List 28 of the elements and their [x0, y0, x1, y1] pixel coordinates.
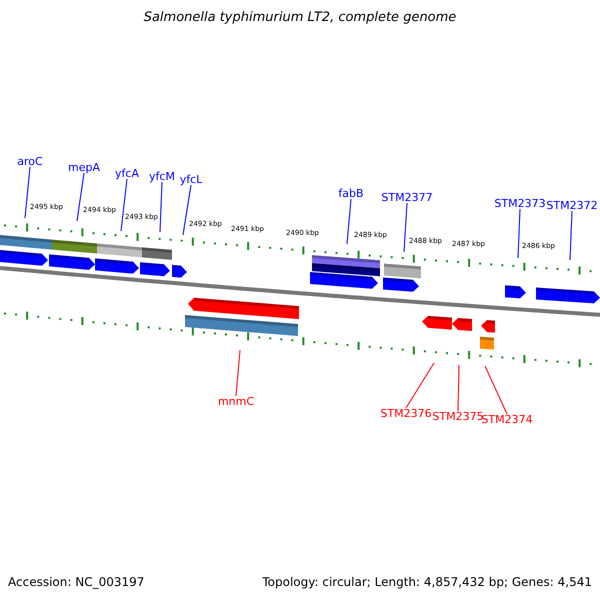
gene-label: aroC	[17, 156, 43, 167]
leader-line	[406, 362, 434, 408]
diagram-title: Salmonella typhimurium LT2, complete genome	[142, 11, 458, 24]
gene-label: STM2376	[380, 408, 432, 419]
gene-label: STM2372	[546, 200, 598, 211]
gene-label: mnmC	[218, 396, 254, 407]
leader-line	[484, 366, 508, 414]
gene-label: fabB	[338, 188, 364, 199]
gene-label: STM2373	[494, 198, 546, 209]
leader-line	[120, 178, 128, 232]
gene-label: STM2374	[481, 414, 533, 425]
footer-text: Topology: circular; Length: 4,857,432 bp; Genes: 4,541	[262, 576, 592, 588]
leader-line	[236, 350, 240, 396]
gene-label: yfcM	[149, 171, 175, 182]
leader-line	[346, 198, 352, 244]
gene-label: mepA	[68, 162, 100, 173]
leader-line	[160, 182, 162, 232]
leader-line	[518, 208, 520, 258]
leader-line	[570, 210, 572, 260]
footer-text: Accession: NC_003197	[8, 576, 144, 588]
leader-line	[76, 172, 84, 222]
leader-line	[458, 364, 460, 412]
gene-label: yfcL	[180, 174, 202, 185]
gene-label: STM2377	[381, 192, 433, 203]
leader-line	[404, 202, 408, 252]
gene-label: yfcA	[115, 168, 139, 179]
leader-line	[24, 166, 30, 218]
leader-line	[182, 184, 192, 236]
